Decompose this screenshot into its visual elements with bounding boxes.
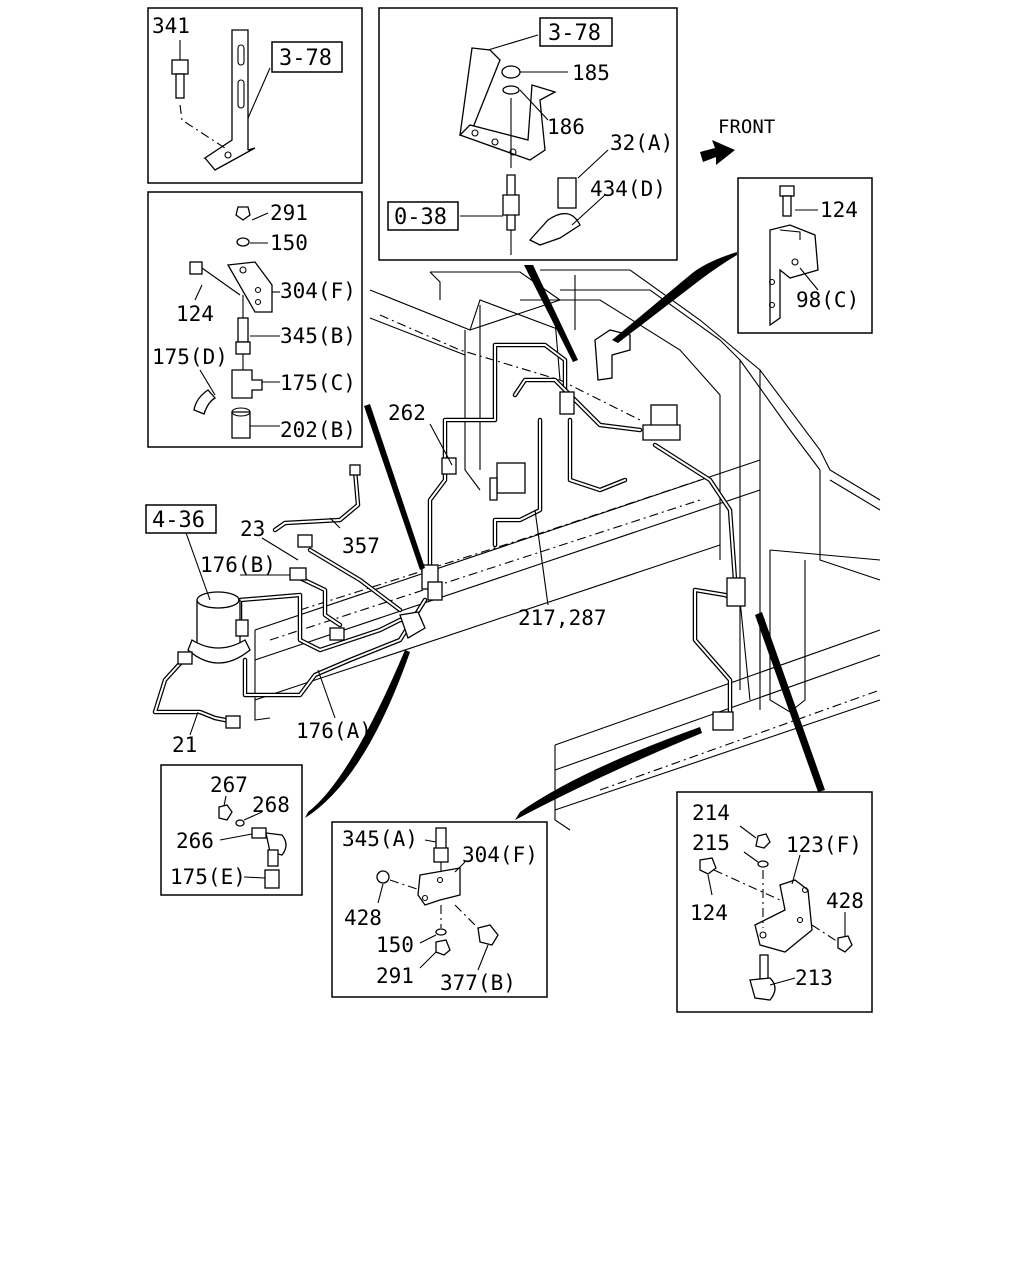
- label-214: 214: [692, 801, 730, 825]
- label-345b: 345(B): [280, 324, 356, 348]
- label-304f-b: 304(F): [462, 843, 538, 867]
- label-124-b: 124: [690, 901, 728, 925]
- label-150-a: 150: [270, 231, 308, 255]
- detail-box-mount-185: 3-78 185 186 32(A) 434(D) 0-38: [378, 7, 678, 261]
- detail-box-bracket-341: 341 3-78: [147, 7, 363, 184]
- label-176b: 176(B): [200, 553, 276, 577]
- label-341: 341: [152, 14, 190, 38]
- front-arrow-icon: [700, 140, 735, 165]
- label-176a: 176(A): [296, 719, 372, 743]
- label-434d: 434(D): [590, 177, 666, 201]
- label-123f: 123(F): [786, 833, 862, 857]
- label-23: 23: [240, 517, 265, 541]
- label-268: 268: [252, 793, 290, 817]
- detail-box-bracket-98c: 124 98(C): [737, 177, 873, 334]
- label-202b: 202(B): [280, 418, 356, 442]
- label-186: 186: [547, 115, 585, 139]
- detail-box-fitting-266: 267 268 266 175(E): [160, 764, 303, 896]
- label-175e: 175(E): [170, 865, 246, 889]
- front-indicator: FRONT: [700, 116, 775, 165]
- label-428-a: 428: [344, 906, 382, 930]
- label-32a: 32(A): [610, 131, 673, 155]
- label-215: 215: [692, 831, 730, 855]
- label-304f-a: 304(F): [280, 279, 356, 303]
- detail-box-bracket-304f: 345(A) 304(F) 428 150 291 377(B): [331, 821, 548, 998]
- label-266: 266: [176, 829, 214, 853]
- label-213: 213: [795, 966, 833, 990]
- label-217-287: 217,287: [518, 606, 607, 630]
- detail-box-bracket-123f: 214 215 123(F) 124 428 213: [676, 791, 873, 1013]
- detail-box-valve-assembly: 291 150 304(F) 124 345(B) 175(D) 175(C) …: [147, 191, 363, 448]
- label-357: 357: [342, 534, 380, 558]
- label-175d: 175(D): [152, 345, 228, 369]
- brake-pipes: [152, 342, 738, 725]
- label-291-a: 291: [270, 201, 308, 225]
- ref-box-3-78-a: 3-78: [279, 46, 332, 71]
- label-150-b: 150: [376, 933, 414, 957]
- label-98c: 98(C): [796, 288, 859, 312]
- frame-components: [177, 329, 746, 731]
- label-345a: 345(A): [342, 827, 418, 851]
- label-124-a: 124: [176, 302, 214, 326]
- front-label: FRONT: [718, 116, 775, 138]
- ref-box-4-36: 4-36: [152, 508, 205, 533]
- label-267: 267: [210, 773, 248, 797]
- label-377b: 377(B): [440, 971, 516, 995]
- main-callouts: 262 357 23 176(B) 217,287 176(A) 21 4-36: [145, 401, 607, 757]
- label-185: 185: [572, 61, 610, 85]
- leader-wedges: [305, 252, 825, 820]
- label-124-top: 124: [820, 198, 858, 222]
- label-175c: 175(C): [280, 371, 356, 395]
- label-428-b: 428: [826, 889, 864, 913]
- ref-box-0-38: 0-38: [394, 205, 447, 230]
- label-21: 21: [172, 733, 197, 757]
- ref-box-3-78-b: 3-78: [548, 21, 601, 46]
- label-262: 262: [388, 401, 426, 425]
- label-291-b: 291: [376, 964, 414, 988]
